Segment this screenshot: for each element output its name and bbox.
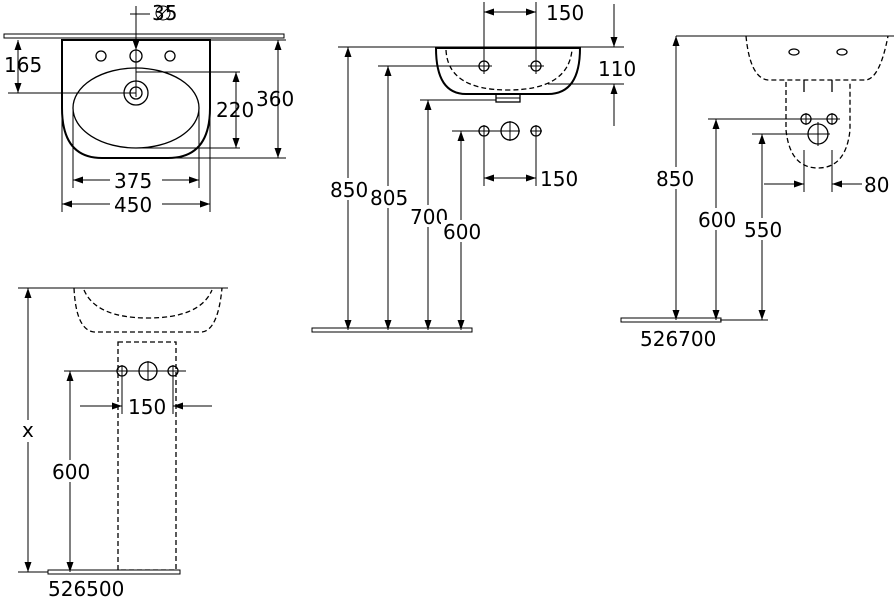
side-dim-150-bottom: 150 — [540, 167, 578, 191]
dim-220: 220 — [216, 98, 254, 122]
side-dim-110: 110 — [598, 57, 636, 81]
semi-pedestal-code: 526700 — [640, 327, 716, 351]
ped-dim-600: 600 — [52, 460, 90, 484]
basin-top-view: 35 165 220 360 375 450 — [3, 1, 294, 217]
basin-side-inner — [445, 49, 573, 91]
semi-dim-80: 80 — [864, 173, 889, 197]
pedestal-code: 526500 — [48, 577, 124, 600]
wall-strip — [3, 33, 285, 39]
diameter-symbol — [155, 5, 171, 21]
pedestal-body — [117, 341, 177, 571]
ped-basin-outline — [73, 287, 223, 333]
basin-side-outline — [434, 47, 582, 95]
semi-pedestal-view: 80 850 600 550 526700 — [620, 35, 894, 351]
ped-dim-x: x — [22, 418, 34, 442]
side-dim-850: 850 — [330, 178, 368, 202]
dim-375: 375 — [114, 169, 152, 193]
side-dim-600: 600 — [443, 220, 481, 244]
tap-hole-right — [164, 50, 176, 62]
dim-450: 450 — [114, 193, 152, 217]
semi-pedestal-body — [785, 82, 851, 169]
pedestal-view: 150 x 600 526500 — [18, 287, 228, 600]
ped-basin-inner — [83, 289, 213, 319]
basin-side-view: 150 110 850 805 700 600 — [311, 1, 636, 333]
side-floor — [311, 327, 473, 333]
semi-floor — [620, 317, 722, 323]
semi-dim-550: 550 — [744, 218, 782, 242]
side-dim-805: 805 — [370, 186, 408, 210]
dim-165: 165 — [4, 53, 42, 77]
ped-dim-150: 150 — [128, 395, 166, 419]
tap-hole-left — [95, 50, 107, 62]
ped-floor — [47, 569, 181, 575]
semi-dim-850: 850 — [656, 167, 694, 191]
semi-dim-600: 600 — [698, 208, 736, 232]
semi-basin-outline — [745, 35, 889, 81]
dim-360: 360 — [256, 87, 294, 111]
side-dim-150-top: 150 — [546, 1, 584, 25]
